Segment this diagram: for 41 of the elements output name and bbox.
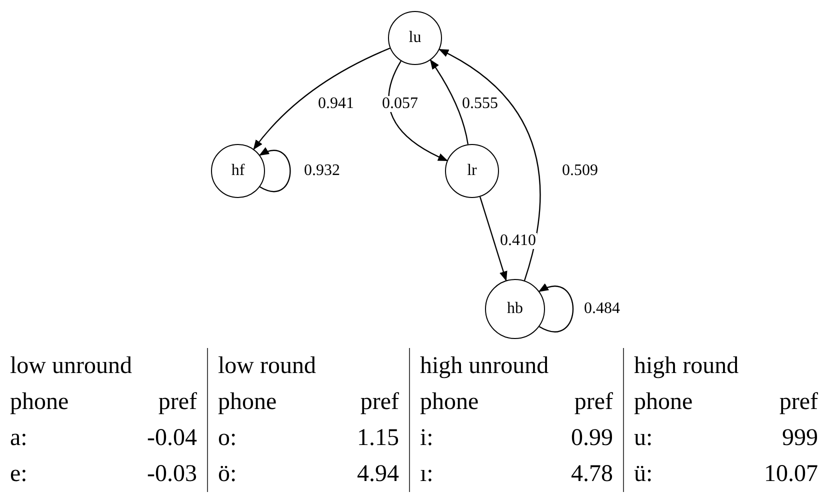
table-header: high unround [420, 352, 550, 381]
table-cell-text: e: [10, 460, 28, 489]
edge-label: 0.410 [499, 233, 537, 249]
table-header: low round [218, 352, 317, 381]
table-cell-text: ü: [634, 460, 653, 489]
table-cell-text: 4.94 [357, 460, 399, 489]
table-cell-text: pref [158, 388, 197, 417]
table-cell-text: pref [779, 388, 818, 417]
table-header: high round [634, 352, 740, 381]
table-cell-text: -0.03 [147, 460, 197, 489]
state-name: hf [231, 161, 245, 181]
table-cell-text: 999 [782, 424, 818, 453]
table-cell-text: o: [218, 424, 237, 453]
table-cell-text: -0.04 [147, 424, 197, 453]
state-name: lr [467, 161, 477, 181]
table-header: low unround [10, 352, 133, 381]
table-cell-text: 1.15 [357, 424, 399, 453]
arrow [388, 60, 448, 162]
arrow [430, 59, 469, 144]
table-cell-text: 0.99 [571, 424, 613, 453]
arrow [479, 196, 508, 282]
table-cell-text: pref [574, 388, 613, 417]
table-cell-text: phone [218, 388, 277, 417]
arrow [438, 48, 541, 281]
table-cell-text: i: [420, 424, 434, 453]
table-cell-text: pref [360, 388, 399, 417]
table-cell-text: a: [10, 424, 28, 453]
state-name: hb [507, 299, 523, 319]
state-name: lu [408, 28, 422, 48]
table-cell-text: 10.07 [764, 460, 818, 489]
arrow [253, 48, 390, 150]
table-cell-text: ı: [420, 460, 434, 489]
table-cell-text: ö: [218, 460, 237, 489]
edge-label: 0.057 [381, 96, 419, 112]
table-cell-text: phone [420, 388, 479, 417]
table-cell-text: u: [634, 424, 653, 453]
arrow [538, 284, 574, 332]
table-cell-text: phone [634, 388, 693, 417]
arrow [258, 148, 291, 192]
table-cell-text: 4.78 [571, 460, 613, 489]
table-cell-text: phone [10, 388, 69, 417]
